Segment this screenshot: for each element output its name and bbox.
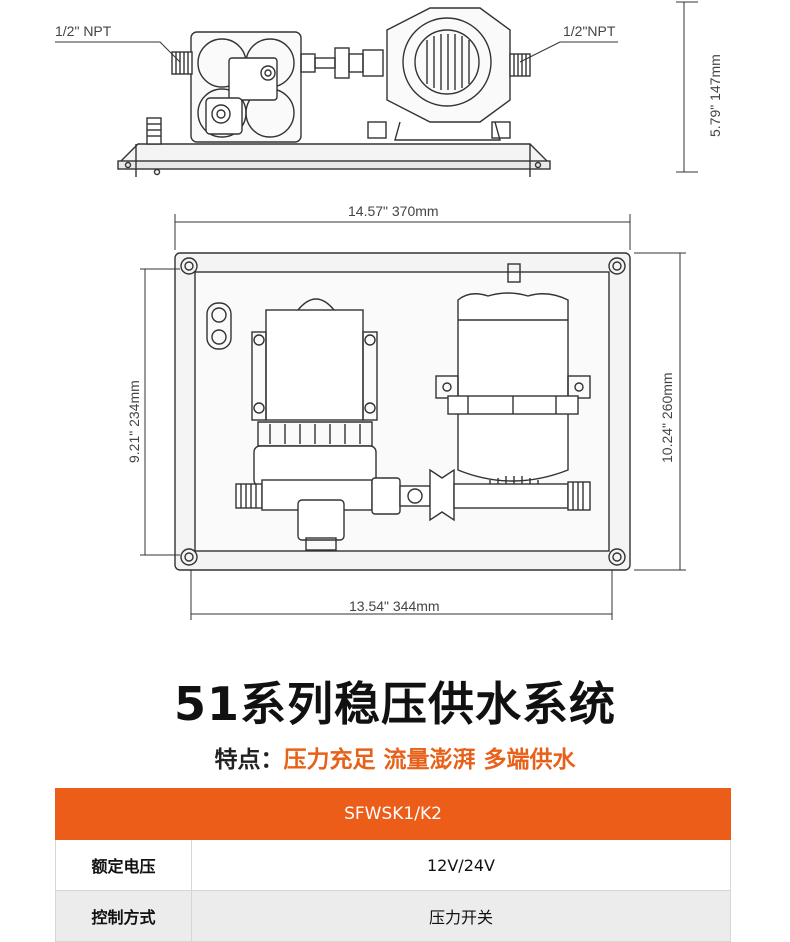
inner-height-label: 9.21" 234mm (126, 380, 142, 463)
left-port-label: 1/2" NPT (55, 23, 112, 39)
table-row: 控制方式 压力开关 (55, 890, 731, 942)
inner-width-label: 13.54" 344mm (349, 598, 440, 614)
spec-header-row: SFWSK1/K2 (55, 788, 731, 840)
technical-drawing: 1/2" NPT 1/2"NPT 5.79" 147mm 14.57" 370m… (55, 1, 723, 620)
spec-key: 控制方式 (55, 890, 192, 942)
features-label: 特点： (214, 747, 284, 773)
feature-item: 多端供水 (483, 747, 576, 773)
spec-value: 压力开关 (191, 890, 731, 942)
right-port-label: 1/2"NPT (563, 23, 616, 39)
spec-value: 12V/24V (191, 839, 731, 891)
feature-item: 流量澎湃 (383, 747, 476, 773)
spec-table: SFWSK1/K2 额定电压 12V/24V 控制方式 压力开关 (55, 788, 731, 942)
spec-key: 额定电压 (55, 839, 192, 891)
features-line: 特点：压力充足 流量澎湃 多端供水 (0, 740, 790, 774)
outer-width-label: 14.57" 370mm (348, 203, 439, 219)
feature-item: 压力充足 (283, 747, 376, 773)
height-dim-label: 5.79" 147mm (707, 54, 723, 137)
top-view (55, 1, 698, 177)
product-title: 51系列稳压供水系统 (173, 677, 616, 731)
table-row: 额定电压 12V/24V (55, 839, 731, 891)
front-view (140, 214, 686, 620)
outer-height-label: 10.24" 260mm (659, 372, 675, 463)
spec-header: SFWSK1/K2 (55, 788, 731, 840)
